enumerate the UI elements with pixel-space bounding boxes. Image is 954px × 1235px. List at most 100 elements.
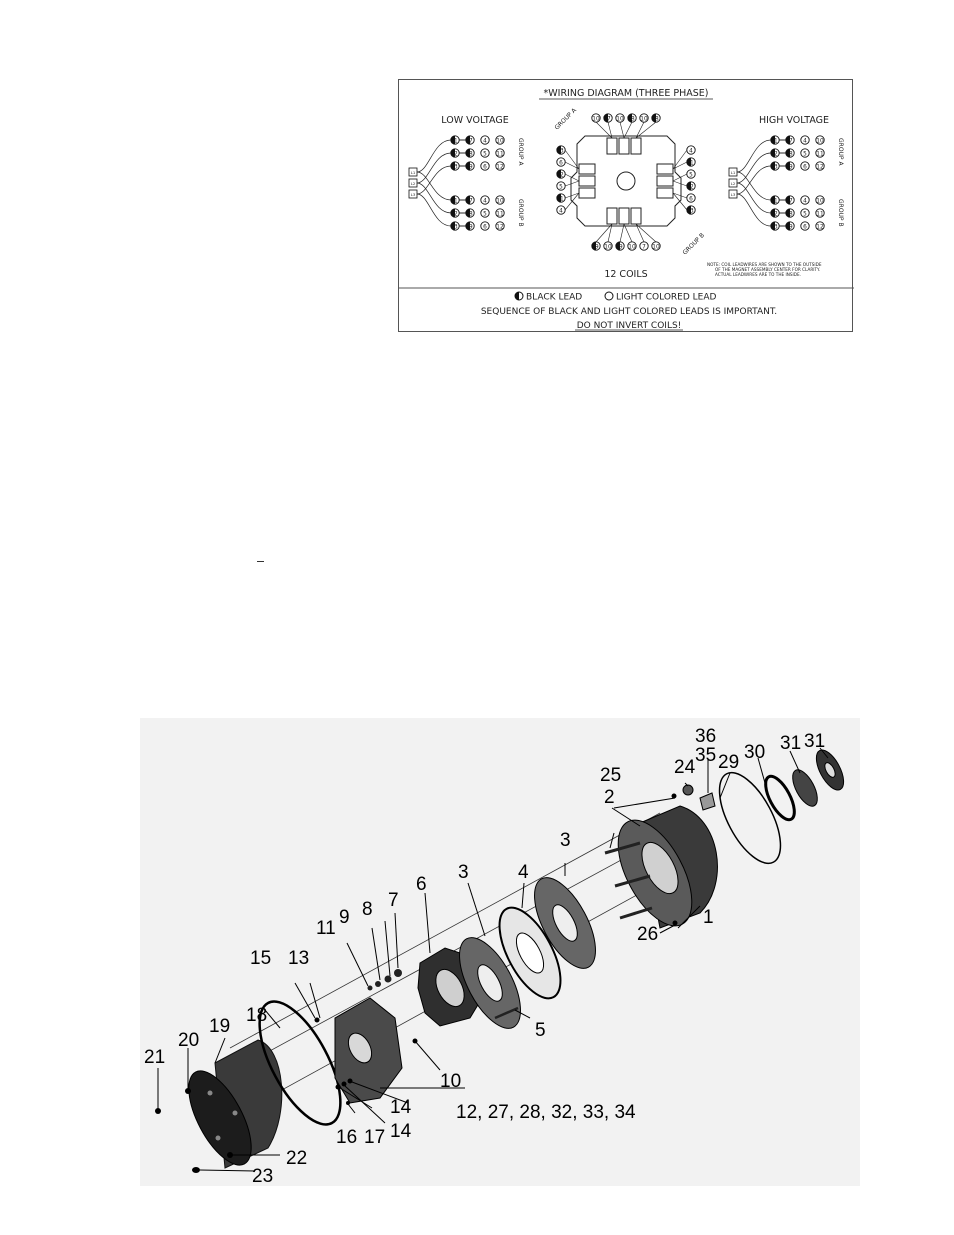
high-b-terminal-1-0-label: 2 bbox=[774, 211, 778, 217]
do-not-invert-warning: DO NOT INVERT COILS! bbox=[577, 321, 682, 331]
high-a-terminal-1-2: 5 bbox=[800, 148, 810, 158]
high-b-terminal-1-3: 11 bbox=[815, 208, 825, 218]
callout-29: 29 bbox=[718, 752, 739, 773]
callout-36: 36 bbox=[695, 726, 716, 747]
low-a-terminal-1-2: 5 bbox=[480, 148, 490, 158]
low-b-terminal-2-3-label: 12 bbox=[496, 224, 504, 230]
callout-23: 23 bbox=[252, 1166, 273, 1186]
center-bottom-terminal-4: 7 bbox=[639, 241, 649, 251]
low-b-terminal-1-3: 11 bbox=[495, 208, 505, 218]
part-5-pin bbox=[494, 1006, 519, 1020]
low-b-terminal-1-2: 5 bbox=[480, 208, 490, 218]
low-a-terminal-0-1: 7 bbox=[465, 135, 475, 145]
low-b-terminal-0-3-label: 10 bbox=[496, 198, 504, 204]
center-top-terminal-0: 10 bbox=[591, 113, 601, 123]
center-group-b-label: GROUP B bbox=[681, 232, 705, 256]
high-b-terminal-0-0-label: 1 bbox=[774, 198, 778, 204]
center-bottom-terminal-3-label: 10 bbox=[628, 244, 636, 250]
high-b-terminal-0-2-label: 4 bbox=[803, 198, 807, 204]
callout-16: 16 bbox=[336, 1127, 357, 1148]
low-line-L2: L2 bbox=[411, 181, 416, 186]
low-group-b-label: GROUP B bbox=[517, 199, 524, 227]
low-a-terminal-2-1: 9 bbox=[465, 161, 475, 171]
coils-label: 12 COILS bbox=[604, 269, 647, 280]
center-right-terminal-5-label: 3 bbox=[690, 208, 694, 214]
high-b-terminal-2-3-label: 12 bbox=[816, 224, 824, 230]
part-31-hub bbox=[792, 749, 845, 807]
center-bottom-terminal-0: 9 bbox=[591, 241, 601, 251]
high-a-terminal-2-0-label: 3 bbox=[774, 164, 778, 170]
center-right-terminal-0: 4 bbox=[686, 145, 696, 155]
sequence-note: SEQUENCE OF BLACK AND LIGHT COLORED LEAD… bbox=[481, 307, 777, 317]
high-a-terminal-1-3: 11 bbox=[815, 148, 825, 158]
high-group-b-label: GROUP B bbox=[837, 199, 844, 227]
high-group-a-label: GROUP A bbox=[837, 138, 844, 166]
low-b-terminal-1-1-label: 8 bbox=[469, 211, 473, 217]
low-a-terminal-1-1: 8 bbox=[465, 148, 475, 158]
low-line-L1: L1 bbox=[411, 170, 416, 175]
center-right-terminal-3-label: 2 bbox=[690, 184, 694, 190]
callout-21: 21 bbox=[144, 1047, 165, 1068]
part-2-studs bbox=[604, 841, 653, 920]
low-b-terminal-0-2-label: 4 bbox=[483, 198, 487, 204]
low-b-terminal-1-3-label: 11 bbox=[496, 211, 504, 217]
callout-14-lower: 14 bbox=[390, 1121, 412, 1142]
high-b-terminal-1-0: 2 bbox=[770, 208, 780, 218]
high-a-terminal-0-3-label: 10 bbox=[816, 138, 824, 144]
low-a-terminal-1-2-label: 5 bbox=[483, 151, 487, 157]
callout-2: 2 bbox=[604, 787, 615, 808]
legend-black-lead: BLACK LEAD bbox=[526, 293, 582, 303]
center-left-terminal-3: 5 bbox=[556, 181, 566, 191]
callout-35: 35 bbox=[695, 745, 716, 766]
center-left-terminal-5: 4 bbox=[556, 205, 566, 215]
high-a-terminal-0-2-label: 4 bbox=[803, 138, 807, 144]
center-left-terminal-0-label: 3 bbox=[560, 148, 564, 154]
low-b-terminal-2-1-label: 9 bbox=[469, 224, 473, 230]
high-b-terminal-0-3-label: 10 bbox=[816, 198, 824, 204]
high-line-L3: L3 bbox=[731, 192, 736, 197]
center-top-terminal-3-label: 8 bbox=[631, 116, 635, 122]
center-left-terminal-3-label: 5 bbox=[559, 184, 563, 190]
exploded-view-svg: 1 2 3 3 4 5 6 7 8 9 10 11 12, 27, 28, 32… bbox=[144, 726, 845, 1186]
legend: BLACK LEAD LIGHT COLORED LEAD bbox=[514, 291, 717, 303]
high-a-terminal-0-0-label: 1 bbox=[774, 138, 778, 144]
high-b-terminal-1-1: 8 bbox=[785, 208, 795, 218]
center-left-terminal-0: 3 bbox=[556, 145, 566, 155]
high-a-terminal-1-0: 2 bbox=[770, 148, 780, 158]
high-b-terminal-2-0: 3 bbox=[770, 221, 780, 231]
center-right-terminal-1: 1 bbox=[686, 157, 696, 167]
center-top-terminal-3: 8 bbox=[627, 113, 637, 123]
high-a-terminal-1-2-label: 5 bbox=[803, 151, 807, 157]
black-lead-icon bbox=[515, 292, 519, 300]
low-b-terminal-2-1: 9 bbox=[465, 221, 475, 231]
callout-13: 13 bbox=[288, 948, 309, 969]
center-bottom-terminal-1: 10 bbox=[603, 241, 613, 251]
low-a-terminal-2-0-label: 3 bbox=[454, 164, 458, 170]
high-a-terminal-2-3-label: 12 bbox=[816, 164, 824, 170]
magnet-center-hole bbox=[616, 171, 636, 191]
low-a-terminal-1-3: 11 bbox=[495, 148, 505, 158]
high-line-L2: L2 bbox=[731, 181, 736, 186]
high-a-terminal-0-3: 10 bbox=[815, 135, 825, 145]
center-left-terminal-1-label: 6 bbox=[559, 160, 563, 166]
low-a-terminal-0-0: 1 bbox=[450, 135, 460, 145]
part-12-friction-plate bbox=[334, 997, 403, 1104]
high-voltage-label: HIGH VOLTAGE bbox=[759, 115, 829, 126]
center-bottom-terminal-4-label: 7 bbox=[642, 244, 646, 250]
low-b-terminal-0-1-label: 7 bbox=[469, 198, 473, 204]
high-a-terminal-2-0: 3 bbox=[770, 161, 780, 171]
callout-9: 9 bbox=[339, 907, 350, 928]
callout-1: 1 bbox=[703, 907, 714, 928]
low-group-a-label: GROUP A bbox=[517, 138, 524, 166]
callout-14-upper: 14 bbox=[390, 1097, 412, 1118]
center-bottom-terminal-5: 10 bbox=[651, 241, 661, 251]
part-29-gasket bbox=[718, 771, 782, 865]
center-top-terminal-0-label: 10 bbox=[592, 116, 600, 122]
center-right-terminal-4: 6 bbox=[686, 193, 696, 203]
low-b-terminal-2-2-label: 6 bbox=[483, 224, 487, 230]
low-a-terminal-0-2-label: 4 bbox=[483, 138, 487, 144]
wiring-diagram: *WIRING DIAGRAM (THREE PHASE) LOW VOLTAG… bbox=[398, 79, 854, 332]
center-top-terminal-5: 8 bbox=[651, 113, 661, 123]
center-top-terminal-2: 10 bbox=[615, 113, 625, 123]
